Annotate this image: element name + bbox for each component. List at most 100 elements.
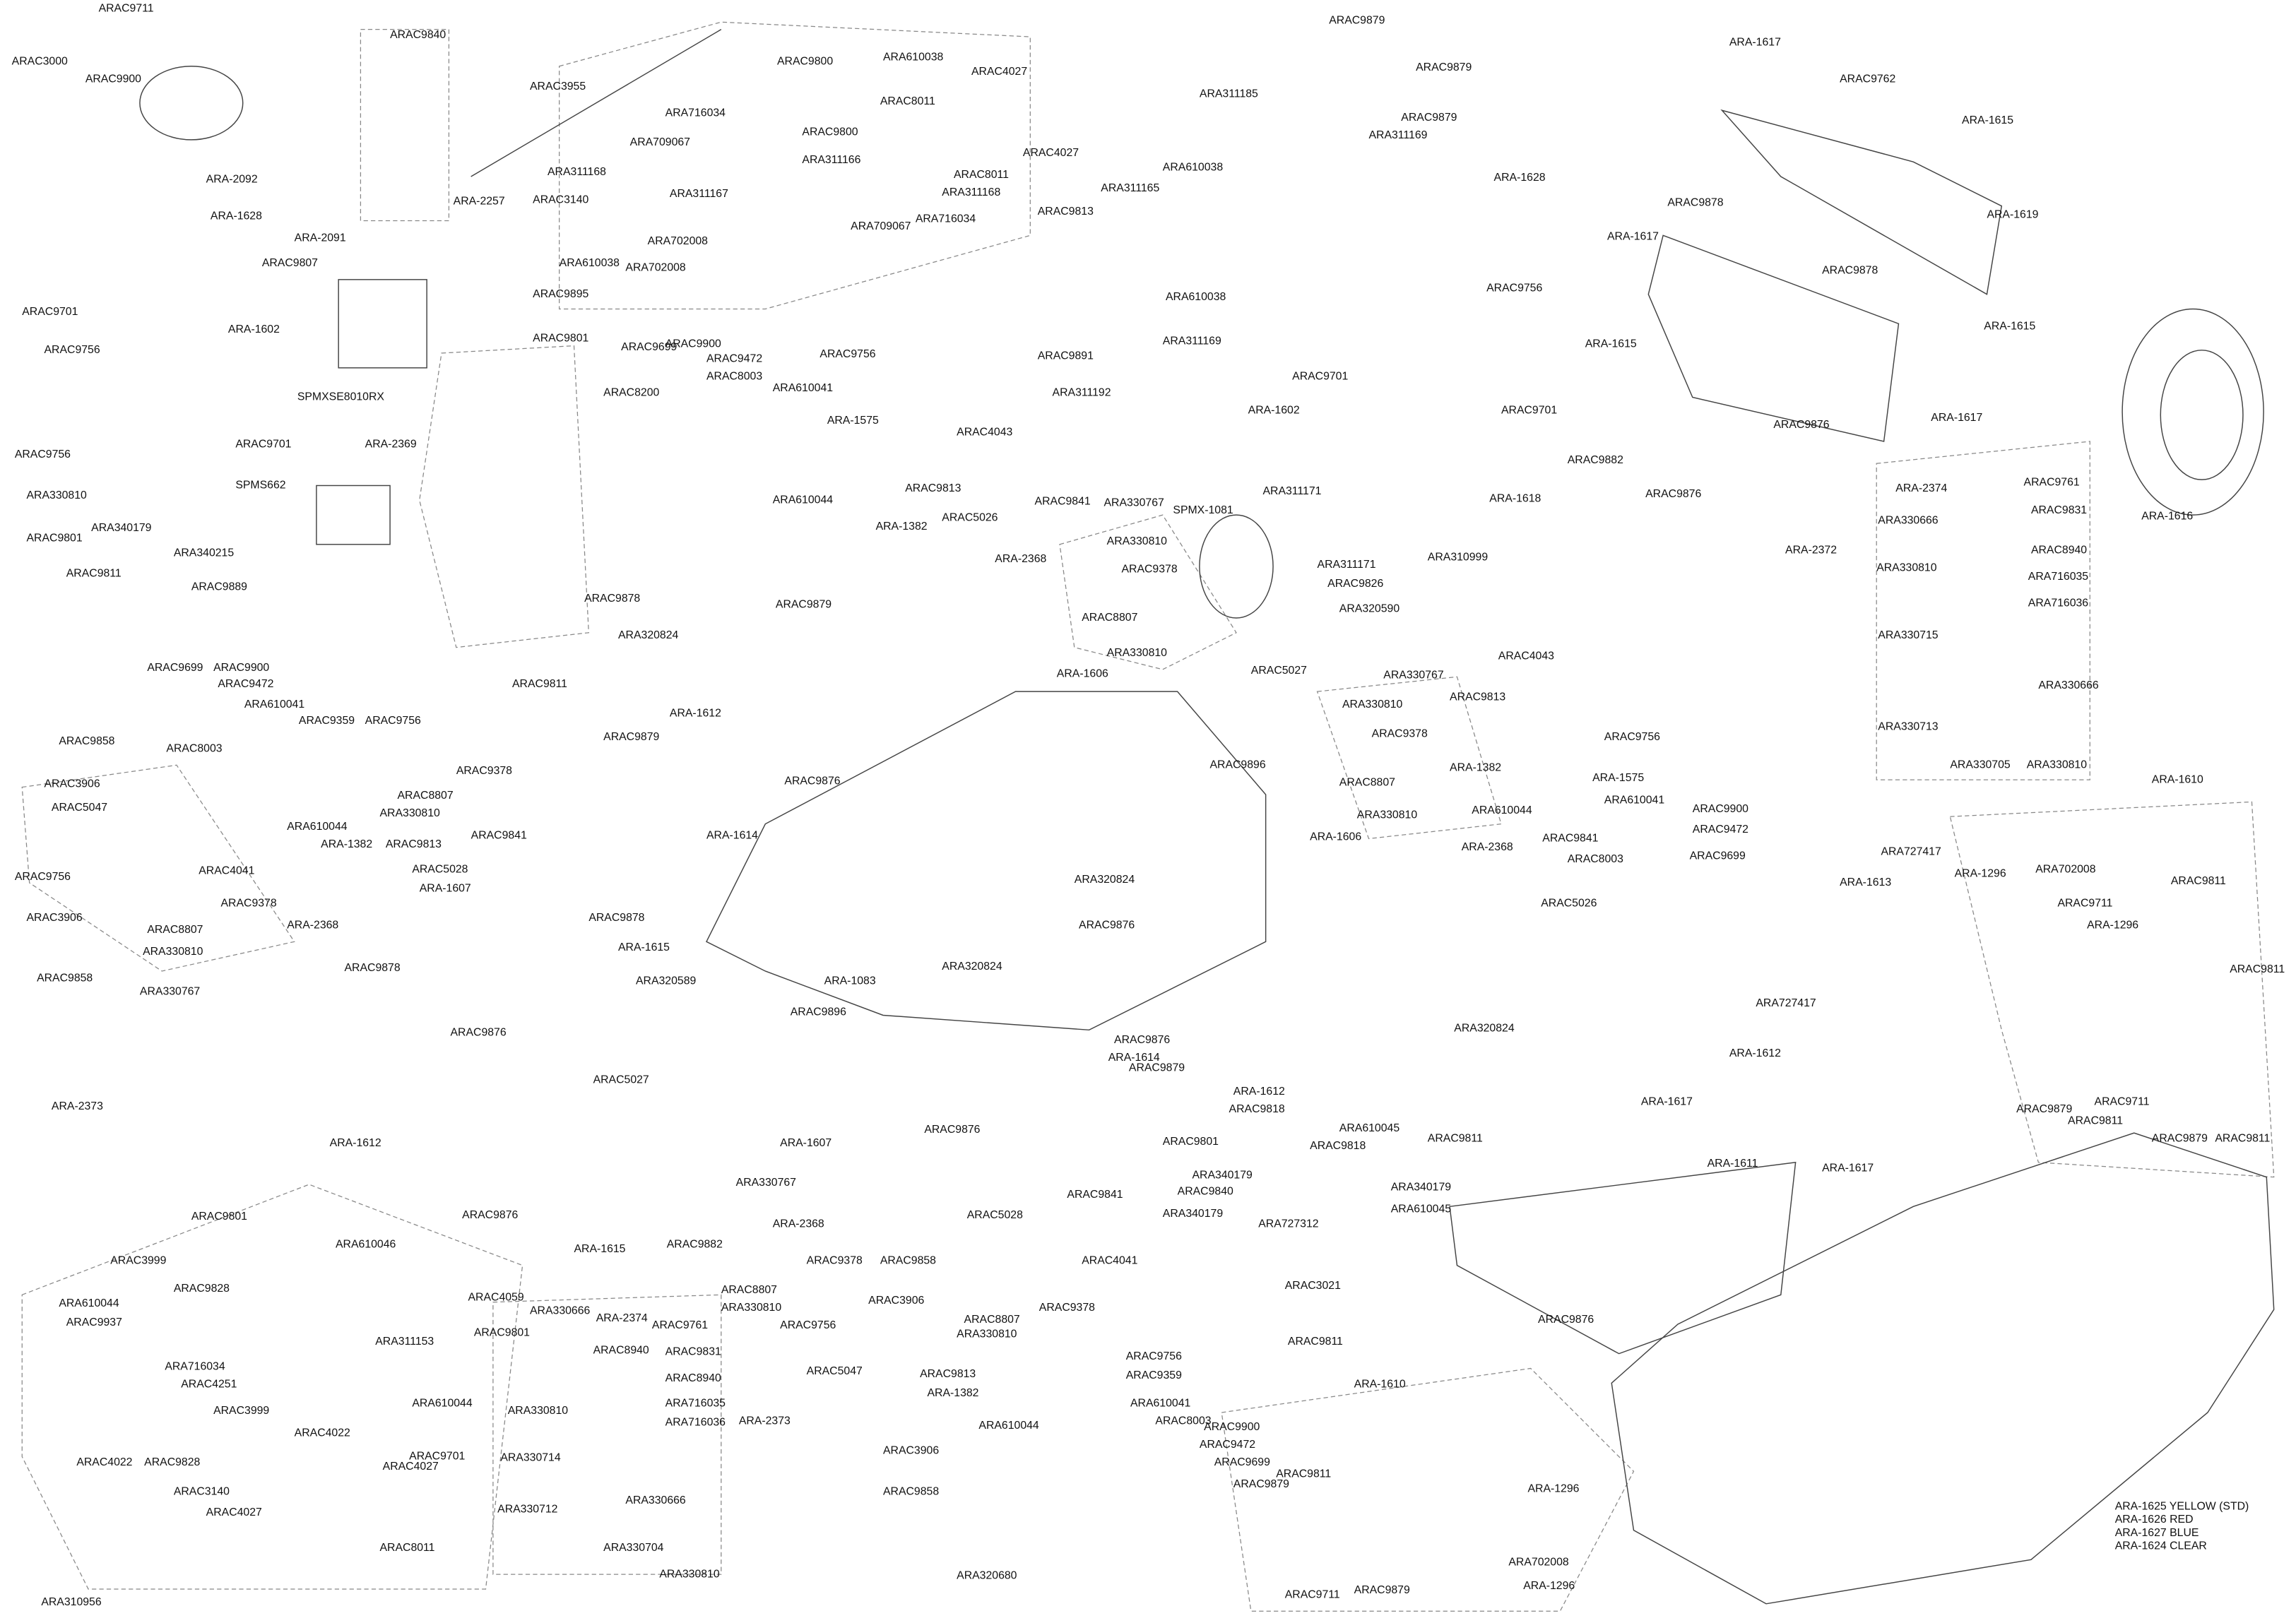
part-number-label: ARAC9878 <box>344 961 401 975</box>
part-number-label: ARAC9801 <box>533 331 589 345</box>
part-number-label: ARAC9756 <box>44 343 100 357</box>
part-number-label: ARA727417 <box>1756 996 1816 1010</box>
part-number-label: ARA-1575 <box>1592 771 1645 785</box>
part-number-label: ARAC9818 <box>1310 1139 1366 1153</box>
part-number-label: ARAC8807 <box>1082 610 1138 624</box>
part-number-label: SPMS662 <box>235 478 286 492</box>
part-number-label: ARAC3140 <box>533 192 589 206</box>
part-number-label: ARA-1615 <box>1585 337 1637 350</box>
part-number-label: ARA-2373 <box>51 1099 103 1112</box>
part-number-label: ARA330666 <box>2038 678 2099 692</box>
part-number-label: ARA311153 <box>375 1334 434 1348</box>
part-number-label: ARAC8011 <box>379 1540 435 1554</box>
part-number-label: ARA330666 <box>625 1493 686 1507</box>
part-number-label: ARAC5027 <box>593 1072 649 1086</box>
part-number-label: ARAC4027 <box>206 1505 262 1518</box>
part-number-label: ARA311165 <box>1101 181 1160 194</box>
part-number-label: ARA330810 <box>26 488 87 502</box>
part-number-label: ARAC9878 <box>584 591 641 605</box>
part-number-label: ARAC5026 <box>942 510 998 524</box>
part-number-label: ARA-1602 <box>227 322 280 335</box>
part-number-label: ARA320589 <box>635 974 697 987</box>
part-number-label: ARA-1607 <box>780 1136 832 1150</box>
part-number-label: ARA610045 <box>1339 1121 1400 1135</box>
part-number-label: ARA-2257 <box>453 194 505 208</box>
part-number-label: ARA727312 <box>1258 1216 1319 1230</box>
part-number-label: ARA727417 <box>1881 844 1941 858</box>
rear-wing-drawing <box>1720 109 2003 295</box>
part-number-label: ARAC9811 <box>1287 1334 1343 1348</box>
part-number-label: ARA-1606 <box>1310 829 1362 843</box>
part-number-label: ARA-2368 <box>287 917 339 932</box>
part-number-label: ARAC3906 <box>882 1443 940 1457</box>
part-number-label: ARAC5027 <box>1250 663 1307 677</box>
part-number-label: ARAC9813 <box>385 837 442 851</box>
part-number-label: ARA-1613 <box>1840 875 1892 889</box>
front-diff-group-outline <box>21 1184 523 1590</box>
part-number-label: ARAC8807 <box>964 1312 1020 1326</box>
part-number-label: ARAC9900 <box>665 337 721 350</box>
part-number-label: ARA-1628 <box>210 208 262 222</box>
part-number-label: ARA330704 <box>603 1540 664 1554</box>
part-number-label: ARAC9699 <box>1689 849 1746 862</box>
part-number-label: ARAC9811 <box>2068 1114 2124 1127</box>
part-number-label: ARAC8003 <box>1155 1414 1212 1427</box>
part-number-label: ARAC8200 <box>603 385 660 399</box>
part-number-label: ARAC9811 <box>2170 874 2226 888</box>
part-number-label: ARA330715 <box>1878 628 1939 642</box>
part-number-label: ARAC9896 <box>1209 757 1266 771</box>
part-number-label: ARAC9378 <box>1371 727 1428 740</box>
part-number-label: ARA311166 <box>802 153 861 167</box>
front-shock-group-outline <box>1876 441 2090 780</box>
part-number-label: ARA702008 <box>1508 1555 1569 1569</box>
part-number-label: ARAC9811 <box>1427 1131 1483 1145</box>
part-number-label: ARA-1616 <box>2141 509 2194 523</box>
part-number-label: ARA-1296 <box>2087 917 2139 932</box>
part-number-label: ARA610038 <box>1165 290 1226 304</box>
part-number-label: ARAC9756 <box>819 347 876 361</box>
part-number-label: ARA-1617 <box>1931 410 1983 424</box>
part-number-label: ARAC9813 <box>1037 204 1094 218</box>
part-number-label: ARA-2374 <box>1895 481 1948 494</box>
part-number-label: ARA320590 <box>1339 602 1400 615</box>
part-number-label: ARAC4251 <box>181 1377 237 1391</box>
part-number-label: ARAC9858 <box>59 734 115 748</box>
part-number-label: ARAC9359 <box>298 713 355 727</box>
part-number-label: ARA311169 <box>1162 333 1221 347</box>
part-number-label: ARAC8807 <box>1339 775 1395 789</box>
part-number-label: ARA-1614 <box>706 828 758 842</box>
part-number-label: ARAC4059 <box>468 1290 524 1304</box>
part-number-label: ARAC9762 <box>1840 72 1896 85</box>
part-number-label: ARAC9878 <box>1667 196 1724 209</box>
part-number-label: ARAC9900 <box>1204 1420 1260 1434</box>
part-number-label: ARAC4022 <box>294 1425 350 1439</box>
part-number-label: ARAC9891 <box>1037 348 1094 362</box>
part-number-label: ARA716036 <box>2028 595 2089 610</box>
part-number-label: ARA610038 <box>1162 160 1224 174</box>
part-number-label: ARAC8003 <box>166 741 223 755</box>
part-number-label: ARAC4041 <box>1082 1253 1138 1267</box>
part-number-label: ARA340179 <box>1390 1179 1452 1194</box>
part-number-label: ARAC9895 <box>533 287 589 300</box>
part-number-label: ARAC9900 <box>1692 802 1748 816</box>
esc-drawing <box>338 279 427 369</box>
part-number-label: ARAC9841 <box>1067 1187 1123 1201</box>
part-number-label: ARAC8940 <box>2030 542 2088 557</box>
part-number-label: ARA-1610 <box>1354 1377 1406 1391</box>
tire-drawing <box>2122 308 2264 516</box>
part-number-label: ARA330810 <box>659 1566 720 1581</box>
part-number-label: ARAC9813 <box>920 1367 976 1381</box>
part-number-label: ARAC3906 <box>868 1293 925 1307</box>
part-number-label: ARAC9711 <box>98 1 154 15</box>
part-number-label: ARA330767 <box>1383 667 1444 682</box>
chassis-drawing <box>706 691 1267 1031</box>
part-number-label: ARAC9876 <box>924 1122 981 1136</box>
part-number-label: ARAC5026 <box>1541 896 1597 910</box>
part-number-label: ARA-1617 <box>1822 1160 1874 1175</box>
part-number-label: ARA-2368 <box>1461 840 1513 854</box>
part-number-label: ARA716035 <box>665 1396 726 1410</box>
part-number-label: ARA330810 <box>507 1403 569 1417</box>
part-number-label: ARA330767 <box>139 984 201 998</box>
part-number-label: ARA330712 <box>497 1502 558 1516</box>
